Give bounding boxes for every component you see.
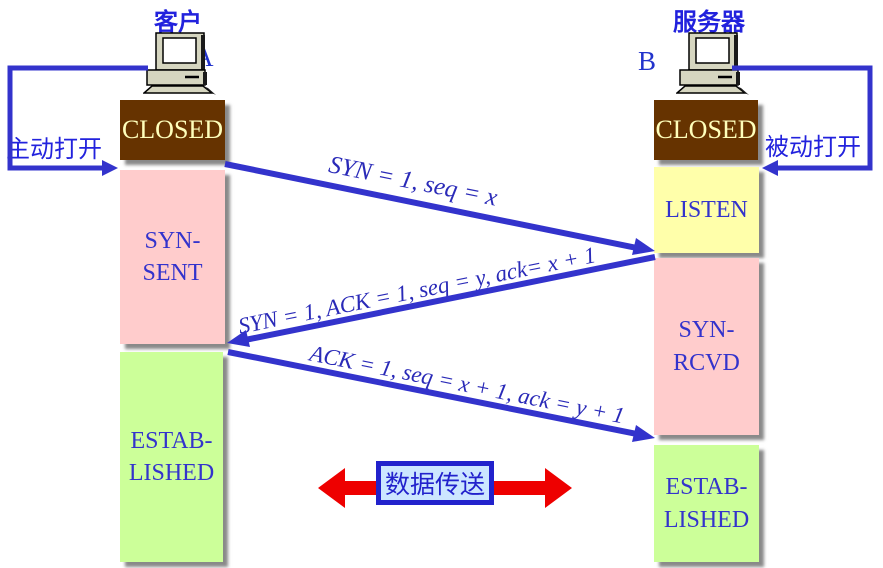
server-state-listen: LISTEN — [654, 167, 759, 253]
client-active-open-label: 主动打开 — [6, 136, 102, 163]
state-label: LISTEN — [665, 196, 748, 223]
server-state-syn-rcvd: SYN- RCVD — [654, 258, 759, 435]
server-state-established: ESTAB- LISHED — [654, 445, 759, 562]
client-state-syn-sent: SYN- SENT — [120, 170, 225, 344]
synack-message-label: SYN = 1, ACK = 1, seq = y, ack= x + 1 — [236, 242, 598, 339]
passive-open-arrowhead-icon — [762, 160, 778, 176]
state-label-line: ESTAB- — [665, 474, 748, 501]
client-state-closed: CLOSED — [120, 100, 225, 160]
active-open-arrowhead-icon — [102, 160, 118, 176]
client-state-established: ESTAB- LISHED — [120, 352, 223, 562]
state-label-line: LISHED — [663, 506, 750, 533]
state-label-line: LISHED — [128, 460, 215, 486]
state-label-line: SENT — [142, 260, 203, 286]
state-label: CLOSED — [655, 115, 757, 145]
data-transfer-label: 数据传送 — [384, 471, 485, 499]
server-state-closed: CLOSED — [654, 100, 758, 160]
data-transfer-box: 数据传送 — [376, 461, 494, 505]
ack-arrowhead-icon — [632, 425, 655, 442]
state-label: CLOSED — [121, 115, 224, 145]
state-label-line: SYN- — [678, 317, 735, 344]
ack-message-label: ACK = 1, seq = x + 1, ack = y + 1 — [307, 340, 627, 429]
server-passive-open-label: 被动打开 — [765, 134, 861, 161]
synack-arrow-line — [244, 254, 656, 343]
state-label-line: ESTAB- — [130, 427, 213, 454]
server-computer-icon — [676, 32, 749, 95]
syn-arrowhead-icon — [632, 238, 655, 255]
client-title: 客户 — [154, 9, 202, 36]
server-host-letter: B — [638, 46, 657, 76]
client-computer-icon — [143, 32, 216, 95]
state-label-line: SYN- — [144, 227, 201, 254]
syn-message-label: SYN = 1, seq = x — [326, 151, 500, 212]
server-title: 服务器 — [673, 9, 745, 36]
state-label-line: RCVD — [673, 349, 740, 376]
